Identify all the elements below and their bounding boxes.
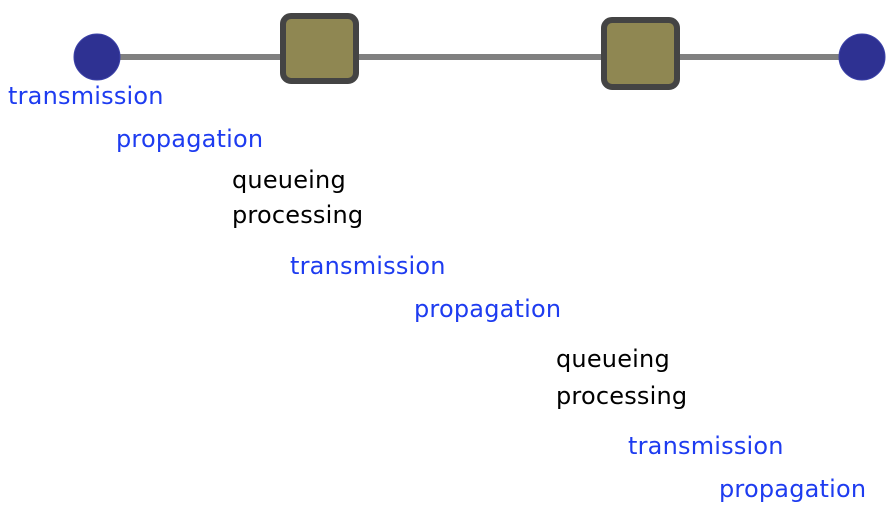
router-1-node [280, 13, 359, 84]
source-host-node [73, 33, 121, 81]
stage-label-transmission-hop2: transmission [290, 252, 446, 280]
stage-label-processing-router1: processing [232, 201, 364, 229]
stage-label-queueing-router2: queueing [556, 345, 670, 373]
stage-label-transmission-hop3: transmission [628, 432, 784, 460]
stage-label-propagation-hop2: propagation [414, 295, 562, 323]
stage-label-propagation-hop1: propagation [116, 125, 264, 153]
destination-host-node [838, 33, 886, 81]
stage-label-processing-router2: processing [556, 382, 688, 410]
stage-label-transmission-hop1: transmission [8, 82, 164, 110]
stage-label-queueing-router1: queueing [232, 166, 346, 194]
stage-label-propagation-hop3: propagation [719, 475, 867, 503]
router-2-node [601, 17, 680, 90]
